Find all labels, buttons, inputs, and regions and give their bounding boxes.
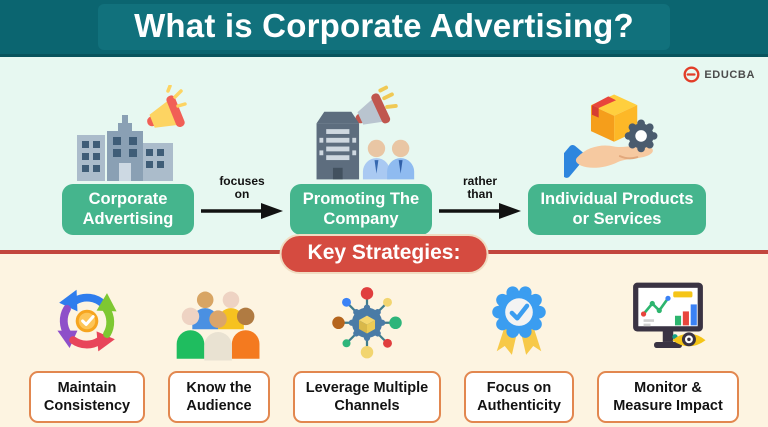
strategy-maintain-consistency: Maintain Consistency (29, 280, 145, 424)
key-strategies-banner: Key Strategies: (279, 234, 489, 274)
audience-people-icon (173, 280, 265, 362)
educba-e-swirl-icon (683, 66, 700, 83)
connector-text-line2: on (234, 187, 250, 202)
connector-label: focuses on (219, 175, 264, 201)
network-channels-icon (327, 280, 407, 362)
definition-section: EDUCBA (0, 57, 768, 253)
connector-label: rather than (463, 175, 497, 201)
strategy-know-audience: Know the Audience (168, 280, 270, 424)
strategy-label: Leverage Multiple Channels (293, 371, 441, 424)
building-announcement-people-icon (303, 82, 419, 181)
arrow-right-icon (439, 203, 521, 219)
arrow-right-icon (201, 203, 283, 219)
connector-text-line2: than (467, 187, 493, 202)
flow-item-individual-products: Individual Products or Services (528, 82, 706, 235)
strategy-focus-authenticity: Focus on Authenticity (464, 280, 574, 424)
strategy-label: Know the Audience (168, 371, 270, 424)
connector-focuses-on: focuses on (198, 175, 286, 219)
flow-item-promoting-company: Promoting The Company (290, 82, 432, 235)
educba-logo-text: EDUCBA (704, 68, 755, 81)
hand-product-gear-icon (564, 82, 670, 181)
flow-box-corporate-advertising: Corporate Advertising (62, 183, 194, 235)
header-banner: What is Corporate Advertising? (0, 0, 768, 57)
monitor-analytics-icon (620, 280, 716, 362)
flow-item-corporate-advertising: Corporate Advertising (62, 82, 194, 235)
flow-box-individual-products: Individual Products or Services (528, 183, 706, 235)
header-title-plate: What is Corporate Advertising? (98, 4, 670, 50)
strategy-label: Maintain Consistency (29, 371, 145, 424)
connector-rather-than: rather than (436, 175, 524, 219)
page-title: What is Corporate Advertising? (134, 7, 634, 44)
cycle-arrows-icon (47, 280, 127, 362)
flow-box-promoting-company: Promoting The Company (290, 183, 432, 235)
connector-text-line1: rather (462, 174, 497, 189)
strategies-section: Maintain Consistency Know the Audience (0, 253, 768, 427)
connector-text-line1: focuses (219, 174, 265, 189)
flow-row: Corporate Advertising focuses on (0, 57, 768, 235)
strategy-label: Monitor & Measure Impact (597, 371, 739, 424)
educba-logo: EDUCBA (683, 66, 755, 83)
strategy-label: Focus on Authenticity (464, 371, 574, 424)
strategy-leverage-channels: Leverage Multiple Channels (293, 280, 441, 424)
badge-check-icon (479, 280, 559, 362)
strategy-monitor-impact: Monitor & Measure Impact (597, 280, 739, 424)
buildings-megaphone-icon (69, 82, 187, 181)
